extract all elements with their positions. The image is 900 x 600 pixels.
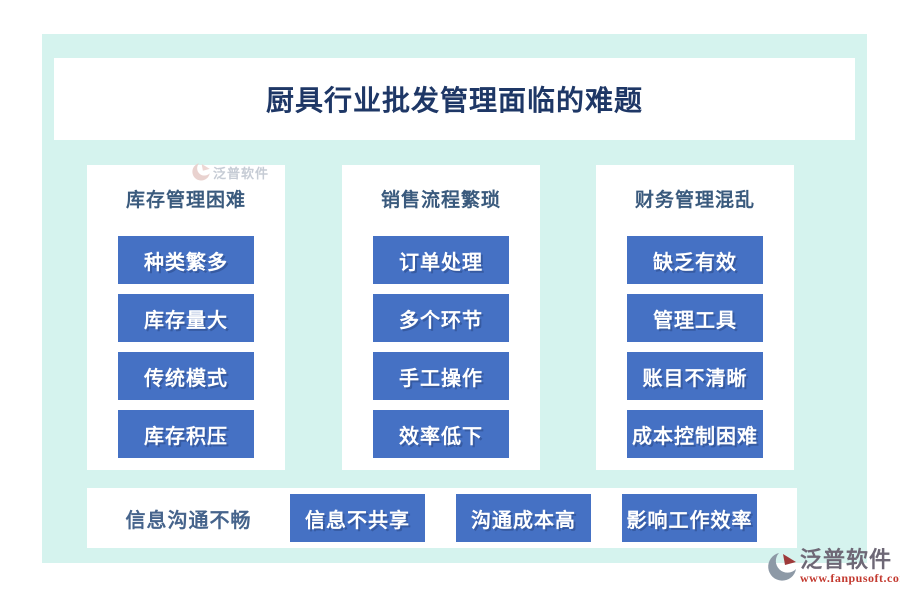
issue-box: 影响工作效率: [622, 494, 757, 542]
column-finance: 财务管理混乱 缺乏有效 管理工具 账目不清晰 成本控制困难: [596, 165, 794, 470]
issue-box: 信息不共享: [290, 494, 425, 542]
issue-box: 种类繁多: [118, 236, 254, 284]
issue-box: 账目不清晰: [627, 352, 763, 400]
issue-box: 管理工具: [627, 294, 763, 342]
issue-box: 沟通成本高: [456, 494, 591, 542]
issue-box: 效率低下: [373, 410, 509, 458]
brand-url: www.fanpusoft.com: [800, 571, 900, 585]
issue-box: 多个环节: [373, 294, 509, 342]
column-sales: 销售流程繁琐 订单处理 多个环节 手工操作 效率低下: [342, 165, 540, 470]
bottom-row-label: 信息沟通不畅: [125, 509, 252, 532]
title-band: 厨具行业批发管理面临的难题: [54, 58, 855, 140]
bottom-row-communication: 信息沟通不畅 信息不共享 沟通成本高 影响工作效率: [87, 488, 797, 548]
column-inventory: 库存管理困难 种类繁多 库存量大 传统模式 库存积压: [87, 165, 285, 470]
issue-box: 成本控制困难: [627, 410, 763, 458]
page-title: 厨具行业批发管理面临的难题: [265, 85, 643, 116]
column-header: 库存管理困难: [125, 190, 246, 211]
column-header: 财务管理混乱: [634, 190, 755, 211]
column-header: 销售流程繁琐: [380, 190, 501, 211]
brand-logo: 泛普软件 www.fanpusoft.com: [766, 547, 900, 585]
issue-box: 传统模式: [118, 352, 254, 400]
issue-box: 库存量大: [118, 294, 254, 342]
issue-box: 库存积压: [118, 410, 254, 458]
issue-box: 缺乏有效: [627, 236, 763, 284]
fanpu-logo-icon: [766, 551, 798, 583]
issue-box: 手工操作: [373, 352, 509, 400]
brand-name: 泛普软件: [800, 547, 893, 572]
issue-box: 订单处理: [373, 236, 509, 284]
